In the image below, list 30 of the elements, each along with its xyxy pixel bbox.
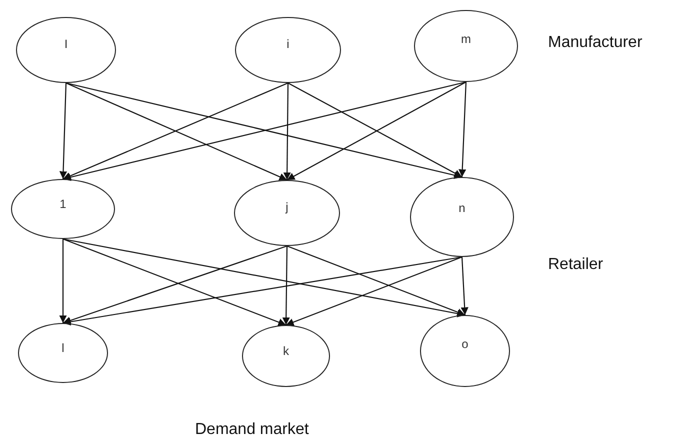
node-label: j xyxy=(284,200,290,214)
arrow xyxy=(460,256,468,316)
node-label: I xyxy=(63,37,69,52)
tier-label: Retailer xyxy=(548,256,604,274)
arrow xyxy=(286,256,462,326)
node-label: o xyxy=(460,337,470,351)
ellipse-node xyxy=(242,325,330,387)
arrow xyxy=(283,83,291,180)
arrow xyxy=(286,245,466,316)
arrow xyxy=(62,256,462,326)
node-label: k xyxy=(282,344,290,358)
arrow xyxy=(59,82,68,180)
arrow xyxy=(59,239,67,323)
ellipse-node xyxy=(234,180,340,246)
ellipse-node xyxy=(16,17,116,83)
arrow xyxy=(458,82,467,178)
ellipse-node xyxy=(18,323,108,383)
node-label: 1 xyxy=(58,197,68,212)
node-label: i xyxy=(286,37,290,52)
tier-label: Manufacturer xyxy=(548,34,642,52)
node-label: l xyxy=(60,341,66,356)
ellipse-node xyxy=(420,315,510,387)
node-label: m xyxy=(460,32,472,46)
ellipse-node xyxy=(235,17,341,83)
node-label: n xyxy=(458,201,466,216)
tier-label: Demand market xyxy=(195,421,309,439)
ellipse-node xyxy=(11,179,115,239)
ellipse-node xyxy=(410,177,514,257)
ellipse-node xyxy=(414,10,518,82)
arrow xyxy=(282,246,290,325)
